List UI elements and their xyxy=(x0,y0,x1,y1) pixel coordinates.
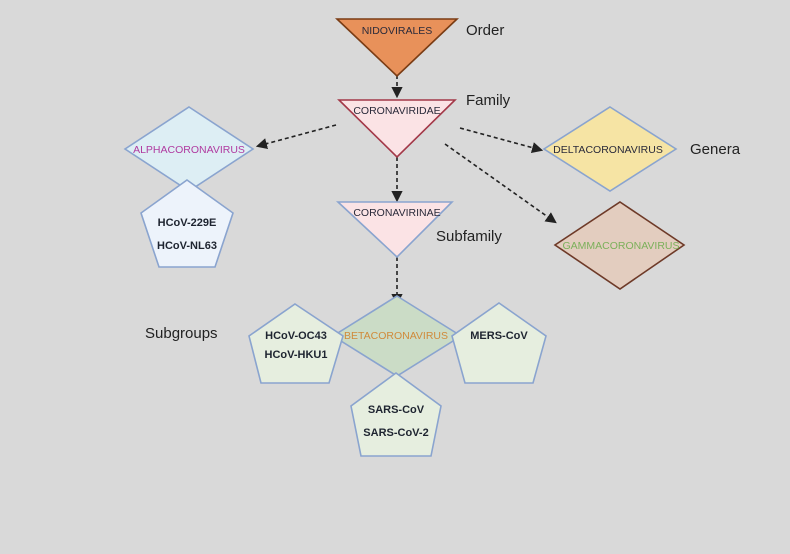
family-triangle xyxy=(337,99,457,159)
rank-label-genera: Genera xyxy=(690,141,741,158)
rank-label-order: Order xyxy=(466,22,504,39)
beta-bottom-item-1: SARS-CoV xyxy=(368,404,425,416)
rank-label-subgroups: Subgroups xyxy=(145,325,218,342)
gamma-node-label: GAMMACORONAVIRUS xyxy=(562,240,679,252)
alpha-subgroup-item-1: HCoV-229E xyxy=(158,217,217,229)
subfamily-triangle xyxy=(335,201,454,259)
rank-label-family: Family xyxy=(466,92,511,109)
order-triangle xyxy=(334,18,460,78)
subfamily-node-label: CORONAVIRINAE xyxy=(353,207,440,219)
order-node-label: NIDOVIRALES xyxy=(362,25,433,37)
gamma-diamond xyxy=(553,201,686,290)
beta-bottom-pentagon xyxy=(350,372,442,457)
alpha-subgroup-item-2: HCoV-NL63 xyxy=(157,240,217,252)
family-node-label: CORONAVIRIDAE xyxy=(353,105,440,117)
delta-diamond xyxy=(542,106,678,192)
beta-right-pentagon xyxy=(451,302,547,384)
beta-bottom-item-2: SARS-CoV-2 xyxy=(363,427,428,439)
delta-node-label: DELTACORONAVIRUS xyxy=(553,144,663,156)
beta-right-item-1: MERS-CoV xyxy=(470,330,528,342)
beta-left-pentagon xyxy=(248,303,344,384)
arrow-family-to-gamma xyxy=(444,143,557,224)
rank-label-subfamily: Subfamily xyxy=(436,228,502,245)
alpha-subgroup-pentagon xyxy=(140,179,234,268)
beta-left-item-1: HCoV-OC43 xyxy=(265,330,327,342)
beta-node-label: BETACORONAVIRUS xyxy=(344,330,448,342)
beta-left-item-2: HCoV-HKU1 xyxy=(265,349,328,361)
alpha-node-label: ALPHACORONAVIRUS xyxy=(133,144,245,156)
